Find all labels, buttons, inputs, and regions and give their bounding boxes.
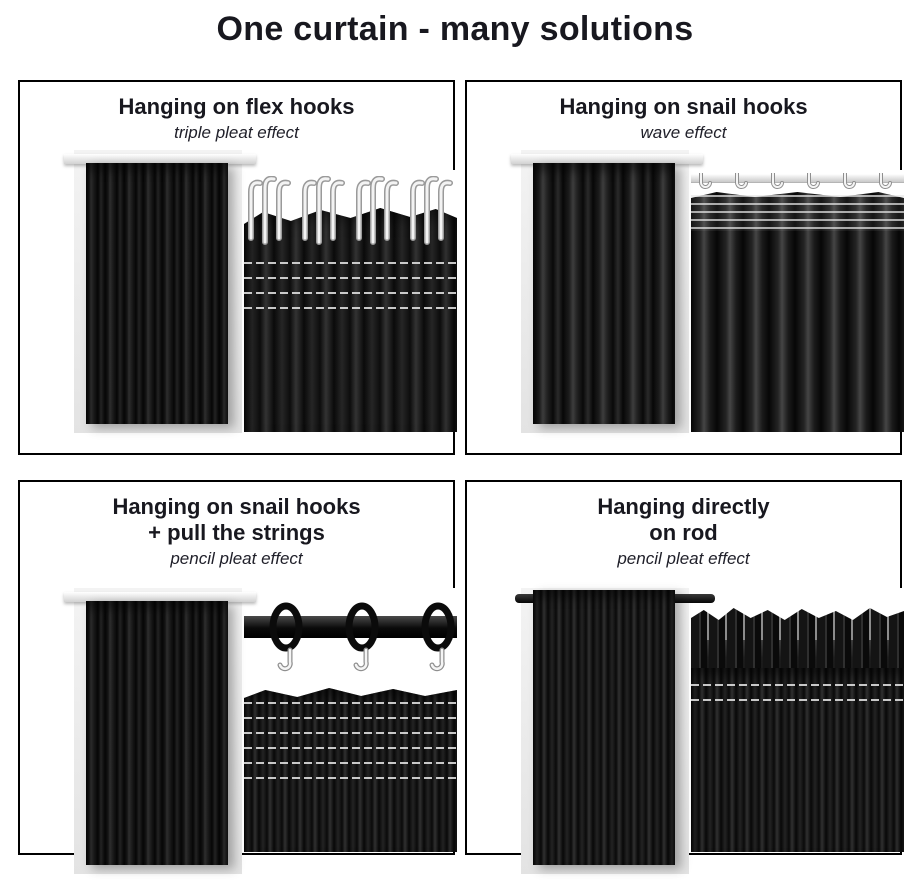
curtain-header-tape <box>691 195 904 231</box>
section-subtitle: wave effect <box>640 122 727 142</box>
section-subtitle: triple pleat effect <box>174 122 299 142</box>
curtain-photo <box>511 150 703 433</box>
stitch-lines <box>691 684 904 714</box>
section-title-line: Hanging on snail hooks <box>559 94 808 119</box>
gathered-rod-pocket <box>691 608 904 672</box>
section-title: Hanging on flex hooks <box>28 94 445 120</box>
pleat-tape-strings <box>244 702 457 788</box>
curtain-rail <box>64 592 256 602</box>
section-subtitle: pencil pleat effect <box>170 548 303 568</box>
section-title-line: + pull the strings <box>148 519 325 545</box>
section-title: Hanging on snail hooks <box>475 94 892 120</box>
rod-rings-closeup-photo <box>244 588 457 852</box>
curtain-photo <box>64 588 256 874</box>
curtain-track <box>691 174 904 183</box>
curtain-fabric <box>86 163 228 424</box>
flex-hooks-closeup-photo <box>244 170 457 432</box>
page-title: One curtain - many solutions <box>216 10 694 48</box>
section-card-flex-hooks: Hanging on flex hooks triple pleat effec… <box>18 80 457 455</box>
section-subtitle: pencil pleat effect <box>617 548 750 568</box>
closeup-curtain-fabric <box>691 192 904 432</box>
closeup-curtain-fabric <box>244 208 457 432</box>
curtain-photo <box>64 150 256 433</box>
section-title-line: Hanging directly <box>597 494 770 519</box>
section-card-directly-on-rod: Hanging directly on rod pencil pleat eff… <box>465 480 904 874</box>
section-card-snail-hooks: Hanging on snail hooks wave effect <box>465 80 904 455</box>
section-title-line: Hanging on snail hooks <box>112 494 361 519</box>
wave-closeup-photo <box>691 170 904 432</box>
curtain-fabric <box>533 163 675 424</box>
section-title: Hanging directly on rod <box>475 494 892 546</box>
rings-hooks-graphic <box>269 602 455 852</box>
curtain-rail <box>64 154 256 164</box>
section-title-line: on rod <box>649 519 718 545</box>
section-title-line: Hanging on flex hooks <box>118 94 355 119</box>
curtain-fabric <box>533 590 675 865</box>
section-card-snail-hooks-strings: Hanging on snail hooks + pull the string… <box>18 480 457 874</box>
curtain-fabric <box>86 601 228 865</box>
curtain-photo <box>515 588 715 874</box>
flex-hooks-graphic <box>244 176 457 286</box>
stitch-lines <box>244 262 457 309</box>
rod-pocket-closeup-photo <box>691 588 904 852</box>
snail-hooks-graphic <box>698 173 892 190</box>
curtain-rail <box>511 154 703 164</box>
section-title: Hanging on snail hooks + pull the string… <box>28 494 445 546</box>
